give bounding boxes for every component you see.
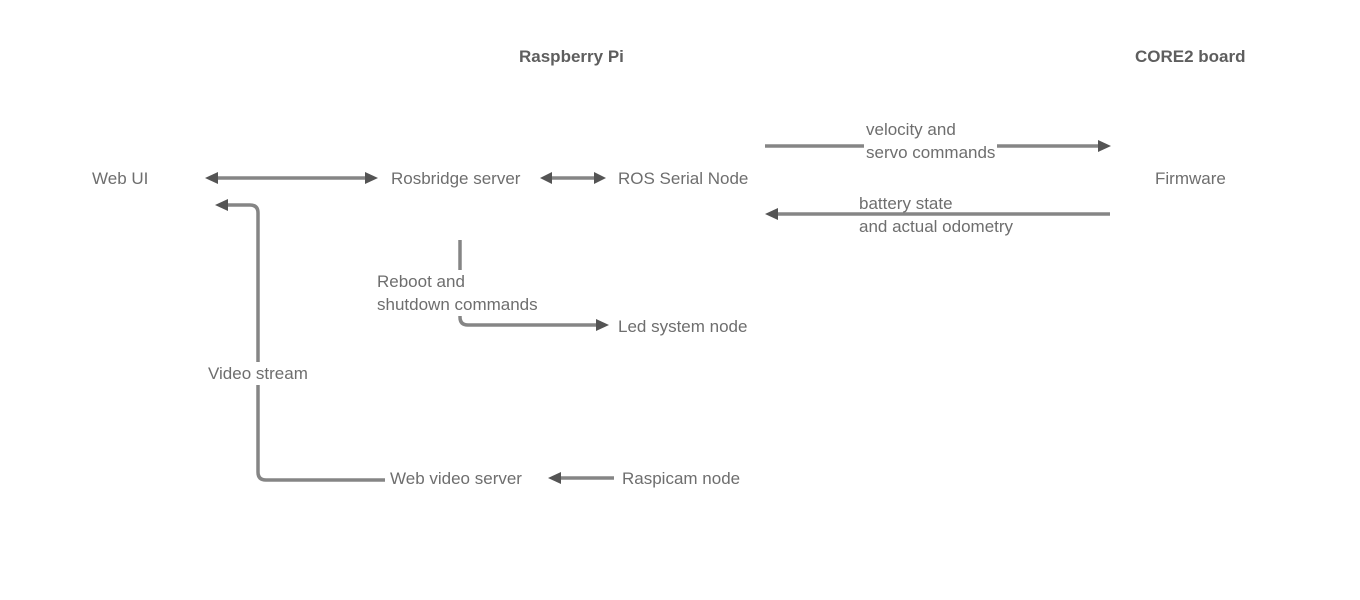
node-raspicam-node: Raspicam node <box>622 469 741 488</box>
arrowhead-right-icon <box>596 319 609 331</box>
arrowhead-left-icon <box>765 208 778 220</box>
edge-label-battery-line2: and actual odometry <box>859 217 1014 236</box>
title-core2-board: CORE2 board <box>1135 47 1246 66</box>
title-raspberry-pi: Raspberry Pi <box>519 47 624 66</box>
edge-rosbridge-ledsystem <box>458 240 609 331</box>
edge-rosbridge-rosserial <box>540 172 606 184</box>
edge-raspicam-webvideo <box>548 472 614 484</box>
edge-label-reboot-line1: Reboot and <box>377 272 465 291</box>
arrowhead-right-icon <box>594 172 606 184</box>
edge-label-reboot: Reboot and shutdown commands <box>375 270 540 316</box>
arrowhead-left-icon <box>215 199 228 211</box>
arrowhead-right-icon <box>365 172 378 184</box>
edge-label-velocity-line1: velocity and <box>866 120 956 139</box>
edge-label-battery-line1: battery state <box>859 194 953 213</box>
arrowhead-right-icon <box>1098 140 1111 152</box>
arrowhead-left-icon <box>548 472 561 484</box>
node-led-system-node: Led system node <box>618 317 748 336</box>
node-rosbridge-server: Rosbridge server <box>391 169 521 188</box>
edge-label-velocity: velocity and servo commands <box>864 118 998 164</box>
arrowhead-left-icon <box>540 172 552 184</box>
node-web-video-server: Web video server <box>390 469 522 488</box>
edge-webvideo-webui-videostream <box>215 199 385 482</box>
edge-firmware-rosserial-battery <box>765 208 1110 220</box>
edge-webui-rosbridge <box>205 172 378 184</box>
node-firmware: Firmware <box>1155 169 1226 188</box>
arrowhead-left-icon <box>205 172 218 184</box>
node-ros-serial-node: ROS Serial Node <box>618 169 749 188</box>
edge-label-velocity-line2: servo commands <box>866 143 996 162</box>
node-web-ui: Web UI <box>92 169 149 188</box>
edge-label-reboot-line2: shutdown commands <box>377 295 538 314</box>
edge-label-battery: battery state and actual odometry <box>859 192 1013 238</box>
edge-label-video-stream: Video stream <box>206 362 310 385</box>
